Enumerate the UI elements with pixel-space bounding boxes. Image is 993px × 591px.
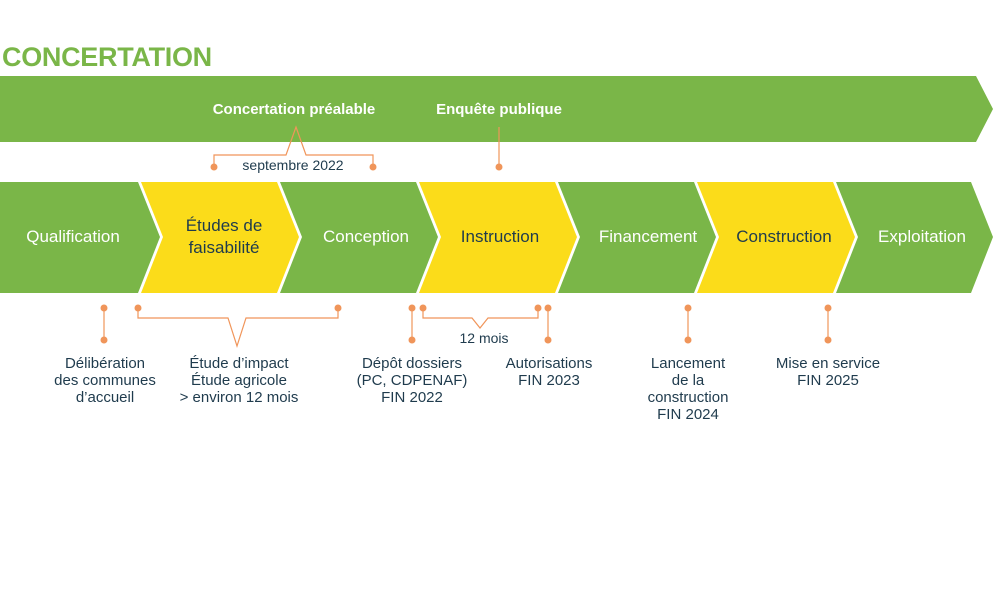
label-concertation-prealable: Concertation préalable bbox=[212, 101, 376, 118]
milestone-mise-en-service: Mise en service FIN 2025 bbox=[758, 355, 898, 389]
milestone-line: Étude d’impact bbox=[189, 355, 289, 372]
bracket-concertation bbox=[213, 125, 374, 167]
step-chevron-conception bbox=[280, 182, 438, 293]
dot bbox=[824, 304, 832, 312]
dot bbox=[134, 304, 142, 312]
milestone-autorisations: Autorisations FIN 2023 bbox=[485, 355, 613, 389]
step-chevron-qualification bbox=[0, 182, 160, 293]
milestone-line: FIN 2025 bbox=[797, 372, 859, 389]
milestone-lancement: Lancement de la construction FIN 2024 bbox=[628, 355, 748, 423]
step-label-etudes: Études de faisabilité bbox=[185, 216, 263, 257]
step-label-conception: Conception bbox=[322, 227, 409, 246]
dot bbox=[100, 336, 108, 344]
milestone-line: Mise en service bbox=[775, 355, 881, 372]
step-chevron-etudes bbox=[141, 182, 299, 293]
dot bbox=[369, 163, 377, 171]
milestone-line: (PC, CDPENAF) bbox=[356, 372, 468, 389]
dot bbox=[408, 304, 416, 312]
bracket-12-mois bbox=[422, 308, 539, 329]
milestone-line: Dépôt dossiers bbox=[361, 355, 463, 372]
milestone-line: construction bbox=[647, 389, 729, 406]
milestone-line: d’accueil bbox=[75, 389, 135, 406]
milestone-line: > environ 12 mois bbox=[179, 389, 299, 406]
step-chevron-construction bbox=[697, 182, 855, 293]
milestone-depot: Dépôt dossiers (PC, CDPENAF) FIN 2022 bbox=[342, 355, 482, 406]
concertation-band bbox=[0, 76, 993, 142]
step-label-exploitation: Exploitation bbox=[878, 227, 966, 246]
bracket-etudes bbox=[137, 308, 339, 348]
milestone-line: Délibération bbox=[64, 355, 146, 372]
dot bbox=[684, 304, 692, 312]
dot bbox=[824, 336, 832, 344]
dot bbox=[534, 304, 542, 312]
chevron-row bbox=[0, 182, 993, 293]
dot bbox=[408, 336, 416, 344]
dot bbox=[495, 163, 503, 171]
milestone-line: Autorisations bbox=[505, 355, 593, 372]
step-chevron-financement bbox=[558, 182, 716, 293]
dot bbox=[544, 336, 552, 344]
milestone-line: FIN 2022 bbox=[381, 389, 443, 406]
step-label-instruction: Instruction bbox=[460, 227, 540, 246]
milestone-line: FIN 2023 bbox=[518, 372, 580, 389]
milestone-line: Étude agricole bbox=[191, 372, 287, 389]
step-chevron-exploitation bbox=[836, 182, 993, 293]
label-enquete-publique: Enquête publique bbox=[436, 101, 562, 118]
period-septembre-2022: septembre 2022 bbox=[237, 157, 349, 173]
milestone-line: de la bbox=[671, 372, 705, 389]
dot bbox=[100, 304, 108, 312]
dot bbox=[334, 304, 342, 312]
dot bbox=[544, 304, 552, 312]
step-label-construction: Construction bbox=[736, 227, 832, 246]
step-label-qualification: Qualification bbox=[26, 227, 120, 246]
milestone-line: Lancement bbox=[650, 355, 726, 372]
milestone-line: des communes bbox=[54, 372, 156, 389]
step-chevron-instruction bbox=[419, 182, 577, 293]
duration-12-mois: 12 mois bbox=[446, 330, 522, 346]
milestone-etudes: Étude d’impact Étude agricole > environ … bbox=[162, 355, 316, 406]
dot bbox=[419, 304, 427, 312]
step-label-financement: Financement bbox=[598, 227, 698, 246]
milestone-deliberation: Délibération des communes d’accueil bbox=[35, 355, 175, 406]
page-title: CONCERTATION bbox=[2, 42, 212, 72]
milestone-line: FIN 2024 bbox=[657, 406, 719, 423]
dot bbox=[684, 336, 692, 344]
dot bbox=[210, 163, 218, 171]
